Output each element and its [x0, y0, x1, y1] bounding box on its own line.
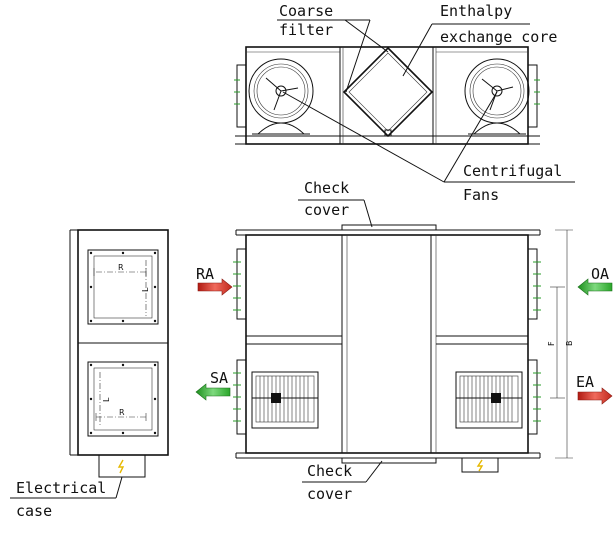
check-cover-bottom-label-1: Check	[307, 462, 352, 480]
side-top-duct: R L	[87, 249, 159, 325]
check-cover-top-label-1: Check	[304, 179, 349, 197]
dimension-f: F	[547, 341, 556, 346]
front-left-blower	[251, 371, 319, 429]
electrical-label-1: Electrical	[16, 479, 106, 497]
side-bottom-duct: R L	[87, 361, 159, 437]
right-centrifugal-fan	[464, 58, 530, 135]
electrical-label-2: case	[16, 502, 52, 520]
check-cover-bottom-callout: Check cover	[302, 460, 383, 503]
ea-arrow: EA	[576, 373, 613, 405]
front-electrical-box	[461, 457, 499, 473]
side-electrical-box	[98, 454, 146, 478]
centrifugal-label-2: Fans	[463, 186, 499, 204]
dimension-r-top: R	[118, 263, 124, 272]
centrifugal-label-1: Centrifugal	[463, 162, 562, 180]
enthalpy-label-2: exchange core	[440, 28, 557, 46]
check-cover-top-label-2: cover	[304, 201, 349, 219]
dimension-l-top: L	[141, 287, 150, 292]
sa-arrow: SA	[195, 369, 231, 401]
lightning-bolt-icon	[117, 459, 125, 474]
check-cover-bottom-label-2: cover	[307, 485, 352, 503]
ra-arrow: RA	[196, 265, 233, 296]
dimension-b: B	[565, 341, 574, 347]
electrical-case-callout: Electrical case	[10, 476, 123, 520]
left-centrifugal-fan	[248, 58, 314, 135]
enthalpy-callout: Enthalpy exchange core	[402, 2, 557, 77]
front-right-blower	[455, 371, 523, 429]
dimension-r-bottom: R	[119, 408, 125, 417]
airflow-arrows: RA OA SA EA	[195, 265, 613, 405]
top-plan-view	[234, 46, 540, 145]
lightning-bolt-icon	[476, 459, 484, 472]
oa-arrow: OA	[577, 265, 613, 296]
front-elevation-view: F B	[233, 224, 574, 473]
dimension-lines: F B	[547, 229, 574, 459]
ea-label: EA	[576, 373, 594, 391]
oa-label: OA	[591, 265, 609, 283]
centrifugal-fans-callout: Centrifugal Fans	[282, 91, 575, 204]
side-elevation-view: R L R L	[69, 229, 169, 478]
coarse-filter-label-1: Coarse	[279, 2, 333, 20]
enthalpy-core	[342, 46, 434, 138]
dimension-l-bottom: L	[102, 397, 111, 402]
ra-label: RA	[196, 265, 214, 283]
check-cover-top-callout: Check cover	[298, 179, 373, 228]
enthalpy-label-1: Enthalpy	[440, 2, 512, 20]
sa-label: SA	[210, 369, 228, 387]
coarse-filter-callout: Coarse filter	[277, 2, 389, 93]
coarse-filter-label-2: filter	[279, 21, 333, 39]
